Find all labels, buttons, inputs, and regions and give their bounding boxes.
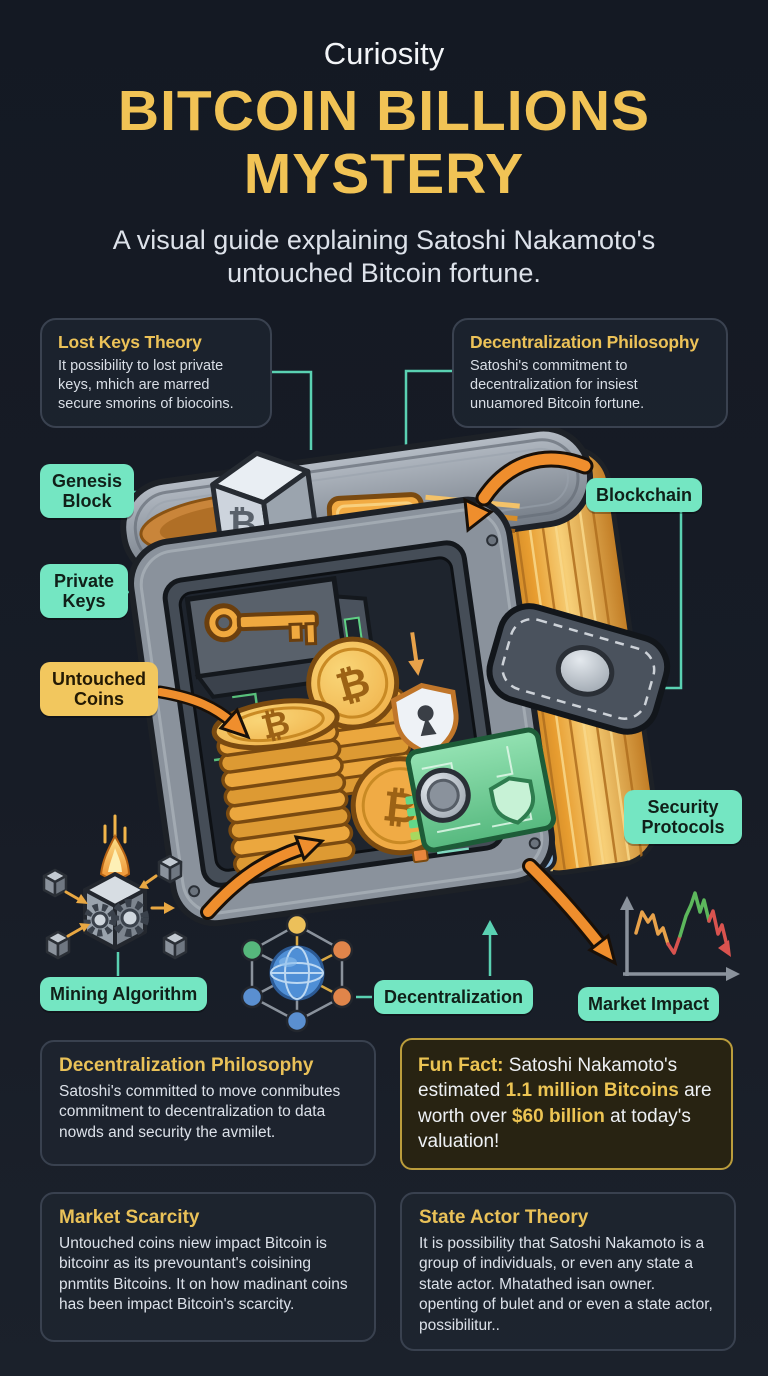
connector-lines xyxy=(116,369,683,999)
card-slot xyxy=(325,541,444,588)
coin-stack-back: ₿ xyxy=(306,636,416,799)
section-market-scarcity: Market Scarcity Untouched coins niew imp… xyxy=(40,1192,376,1342)
market-chart xyxy=(620,891,740,981)
wallet-front xyxy=(128,496,556,927)
wallet-rim xyxy=(120,425,594,581)
shield-lock-icon xyxy=(390,682,459,758)
svg-text:₿: ₿ xyxy=(381,782,420,832)
section-body: It is possibility that Satoshi Nakamoto … xyxy=(419,1235,713,1334)
circuit-panel xyxy=(427,464,557,880)
security-card-icon xyxy=(405,727,557,853)
callout-decentralization-philosophy: Decentralization Philosophy Satoshi's co… xyxy=(452,318,728,428)
label-decentralization: Decentralization xyxy=(374,980,534,1015)
section-body: Untouched coins niew impact Bitcoin is b… xyxy=(59,1235,348,1314)
section-title: Market Scarcity xyxy=(59,1207,200,1228)
circuit-traces xyxy=(201,665,262,795)
orange-arrows xyxy=(153,450,618,966)
bitcoin-card-icon: ₿ xyxy=(326,492,428,585)
label-private-keys: Private Keys xyxy=(40,564,128,619)
private-key-icon xyxy=(204,603,319,646)
fun-fact-highlight: 1.1 million Bitcoins xyxy=(505,1080,679,1102)
callout-title: Lost Keys Theory xyxy=(58,332,202,352)
page-subtitle: A visual guide explaining Satoshi Nakamo… xyxy=(112,225,656,288)
flame-icon xyxy=(99,833,131,884)
coin-leaning: ₿ xyxy=(350,756,450,856)
network-globe-icon xyxy=(240,913,354,1033)
svg-text:₿: ₿ xyxy=(358,514,396,565)
wallet-strap xyxy=(486,603,671,735)
label-security-protocols: Security Protocols xyxy=(624,790,742,845)
svg-text:₿: ₿ xyxy=(227,503,256,544)
section-decentralization-philosophy: Decentralization Philosophy Satoshi's co… xyxy=(40,1040,376,1166)
genesis-block-cube: ₿ xyxy=(210,450,318,559)
mining-cube-icon xyxy=(42,814,188,960)
fun-fact-label: Fun Fact: xyxy=(418,1055,504,1076)
label-mining-algorithm: Mining Algorithm xyxy=(40,977,208,1012)
callout-body: It possibility to lost private keys, mhi… xyxy=(58,358,234,412)
private-key-panel xyxy=(184,575,377,699)
svg-text:₿: ₿ xyxy=(331,659,374,710)
label-blockchain: Blockchain xyxy=(586,478,703,513)
fun-fact-box: Fun Fact: Satoshi Nakamoto's estimated 1… xyxy=(400,1038,733,1170)
page-title: BITCOIN BILLIONS MYSTERY xyxy=(117,79,651,206)
label-untouched-coins: Untouched Coins xyxy=(40,662,158,717)
label-genesis-block: Genesis Block xyxy=(40,464,134,519)
fun-fact-text: at today's valuation! xyxy=(418,1105,691,1153)
section-title: State Actor Theory xyxy=(419,1207,589,1228)
status-lights: D xyxy=(405,759,486,864)
section-body: Satoshi's committed to move conmibutes c… xyxy=(59,1083,341,1141)
kicker: Curiosity xyxy=(323,36,445,71)
section-state-actor-theory: State Actor Theory It is possibility tha… xyxy=(400,1192,736,1352)
label-market-impact: Market Impact xyxy=(578,987,720,1022)
svg-text:D: D xyxy=(456,809,486,850)
callout-body: Satoshi's commitment to decentralization… xyxy=(470,358,645,412)
callout-lost-keys-theory: Lost Keys Theory It possibility to lost … xyxy=(40,318,272,428)
coin-stack-front: ₿ xyxy=(211,698,356,875)
down-arrow-icon xyxy=(408,632,425,676)
section-title: Decentralization Philosophy xyxy=(59,1055,314,1076)
fun-fact-text: Satoshi Nakamoto's estimated xyxy=(418,1055,678,1102)
callout-title: Decentralization Philosophy xyxy=(470,332,699,352)
svg-text:₿: ₿ xyxy=(258,703,294,747)
fun-fact-highlight: $60 billion xyxy=(511,1105,605,1127)
fun-fact-text: are worth over xyxy=(418,1080,712,1127)
